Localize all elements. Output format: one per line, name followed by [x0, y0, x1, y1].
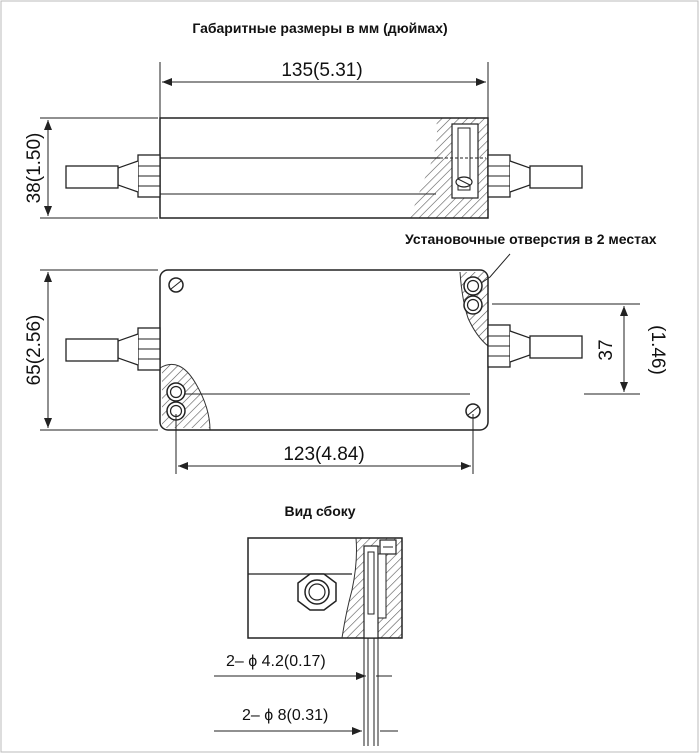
mounting-holes-note: Установочные отверстия в 2 местах	[405, 231, 657, 247]
cable-right	[529, 165, 583, 189]
dimension-plan-width: 65(2.56)	[24, 315, 45, 386]
plan-view: 65(2.56)	[24, 269, 668, 474]
dimension-cable-offset-mm: 37	[596, 339, 617, 360]
housing-plan-view	[159, 269, 489, 431]
dimension-top-length: 135(5.31)	[281, 60, 362, 81]
dimension-hole-small: 2– ϕ 4.2(0.17)	[226, 653, 326, 670]
mounting-hole-top-left	[168, 277, 184, 293]
housing-side-view	[247, 537, 403, 639]
dimension-top-height: 38(1.50)	[24, 133, 45, 204]
dimension-hole-large: 2– ϕ 8(0.31)	[242, 707, 328, 724]
mounting-hole-top-right-pair	[463, 276, 483, 315]
cable-left-plan	[65, 338, 119, 362]
side-view-title: Вид сбоку	[284, 503, 355, 519]
cable-right-plan	[529, 335, 583, 359]
drawing-title: Габаритные размеры в мм (дюймах)	[192, 20, 447, 36]
top-view: 135(5.31) 38(1.50)	[24, 60, 583, 219]
dimension-hole-spacing: 123(4.84)	[283, 444, 364, 465]
side-view: 2– ϕ 4.2(0.17) 2– ϕ 8(0.31)	[214, 537, 403, 746]
dimension-cable-offset-in: (1.46)	[647, 325, 668, 375]
cable-left	[65, 165, 119, 189]
